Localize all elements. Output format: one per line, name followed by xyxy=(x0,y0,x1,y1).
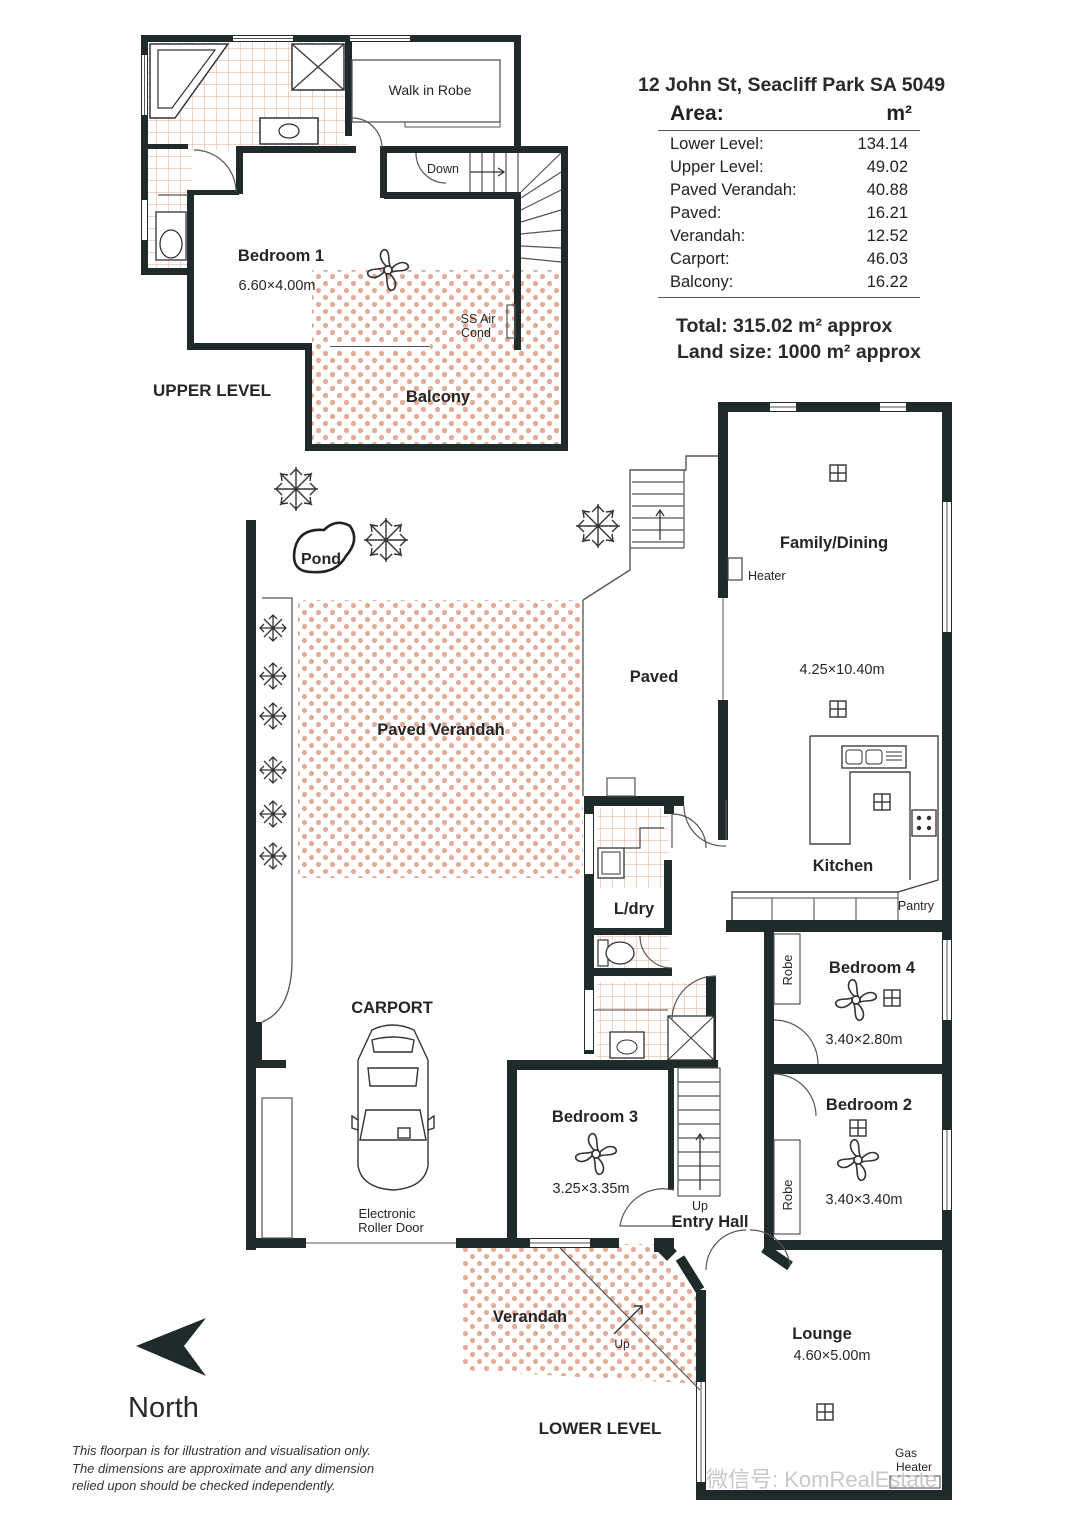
lounge-label: Lounge xyxy=(792,1325,852,1343)
robe-label-bedroom4: Robe xyxy=(780,954,795,985)
pond-label: Pond xyxy=(301,551,341,568)
bedroom4-label: Bedroom 4 xyxy=(829,959,916,977)
bedroom2-dimensions: 3.40×3.40m xyxy=(826,1192,903,1208)
total-area: Total: 315.02 m² approx xyxy=(676,315,893,337)
property-address: 12 John St, Seacliff Park SA 5049 xyxy=(638,74,946,96)
area-row: Paved Verandah: 40.88 xyxy=(658,179,920,202)
watermark: 微信号: KomRealEstate xyxy=(706,1467,938,1492)
area-row-value: 46.03 xyxy=(866,250,908,268)
family-dining-label: Family/Dining xyxy=(780,534,888,552)
up-label-hall: Up xyxy=(692,1199,708,1213)
paved-verandah-label: Paved Verandah xyxy=(377,721,504,739)
laundry-label: L/dry xyxy=(614,900,655,918)
verandah-label: Verandah xyxy=(493,1308,567,1326)
paved-label: Paved xyxy=(630,668,679,686)
kitchen-label: Kitchen xyxy=(813,857,874,875)
land-size: Land size: 1000 m² approx xyxy=(677,341,921,363)
bedroom2-label: Bedroom 2 xyxy=(826,1096,912,1114)
upper-level-title: UPPER LEVEL xyxy=(153,381,271,400)
upper-level xyxy=(141,35,568,451)
area-row-value: 40.88 xyxy=(866,181,908,199)
lounge-dimensions: 4.60×5.00m xyxy=(794,1348,871,1364)
lower-level xyxy=(246,402,952,1500)
area-row: Upper Level: 49.02 xyxy=(658,156,920,179)
cond-label: Cond xyxy=(461,326,491,340)
area-row-label: Upper Level: xyxy=(670,158,764,176)
heater-label-lounge: Heater xyxy=(896,1460,932,1474)
disclaimer-line: This floorpan is for illustration and vi… xyxy=(72,1443,371,1458)
area-row-label: Paved Verandah: xyxy=(670,181,797,199)
area-header-unit: m² xyxy=(886,102,912,125)
walk-in-robe-label: Walk in Robe xyxy=(389,82,472,98)
area-row-label: Lower Level: xyxy=(670,135,764,153)
bedroom4-dimensions: 3.40×2.80m xyxy=(826,1032,903,1048)
entry-hall-label: Entry Hall xyxy=(671,1213,748,1231)
heater-label: Heater xyxy=(748,569,786,583)
robe-label-bedroom2: Robe xyxy=(780,1179,795,1210)
area-row-value: 16.21 xyxy=(866,204,908,222)
room-labels: Walk in Robe Down Bedroom 1 6.60×4.00m S… xyxy=(153,82,935,1474)
area-row-label: Balcony: xyxy=(670,273,734,291)
lower-level-title: LOWER LEVEL xyxy=(539,1419,662,1438)
pantry-label: Pantry xyxy=(898,899,935,913)
north-label: North xyxy=(128,1392,199,1424)
roller-door-label-2: Roller Door xyxy=(358,1220,424,1235)
carport-label: CARPORT xyxy=(351,999,433,1017)
area-row-label: Paved: xyxy=(670,204,722,222)
area-row: Paved: 16.21 xyxy=(658,202,920,225)
up-label-verandah: Up xyxy=(614,1337,630,1351)
area-row-value: 134.14 xyxy=(857,135,908,153)
area-row: Carport: 46.03 xyxy=(658,248,920,271)
north-arrow-icon xyxy=(136,1318,206,1376)
area-row: Lower Level: 134.14 xyxy=(658,133,920,156)
area-row-label: Verandah: xyxy=(670,227,746,245)
area-row-value: 16.22 xyxy=(866,273,908,291)
area-header-label: Area: xyxy=(670,102,724,125)
ss-air-label: SS Air xyxy=(461,312,496,326)
disclaimer: This floorpan is for illustration and vi… xyxy=(72,1442,432,1495)
bedroom3-dimensions: 3.25×3.35m xyxy=(553,1181,630,1197)
area-row-label: Carport: xyxy=(670,250,730,268)
bedroom1-label: Bedroom 1 xyxy=(238,247,324,265)
area-row-value: 49.02 xyxy=(866,158,908,176)
family-dining-dimensions: 4.25×10.40m xyxy=(799,662,884,678)
gas-label: Gas xyxy=(895,1446,917,1460)
area-row-value: 12.52 xyxy=(866,227,908,245)
disclaimer-line: relied upon should be checked independen… xyxy=(72,1478,336,1493)
down-label: Down xyxy=(427,162,459,176)
roller-door-label-1: Electronic xyxy=(358,1206,416,1221)
area-row: Balcony: 16.22 xyxy=(658,271,920,294)
area-table-header: Area: m² xyxy=(658,102,920,131)
balcony-label: Balcony xyxy=(406,388,471,406)
bedroom3-label: Bedroom 3 xyxy=(552,1108,638,1126)
area-row: Verandah: 12.52 xyxy=(658,225,920,248)
bedroom1-dimensions: 6.60×4.00m xyxy=(239,278,316,294)
disclaimer-line: The dimensions are approximate and any d… xyxy=(72,1460,375,1476)
